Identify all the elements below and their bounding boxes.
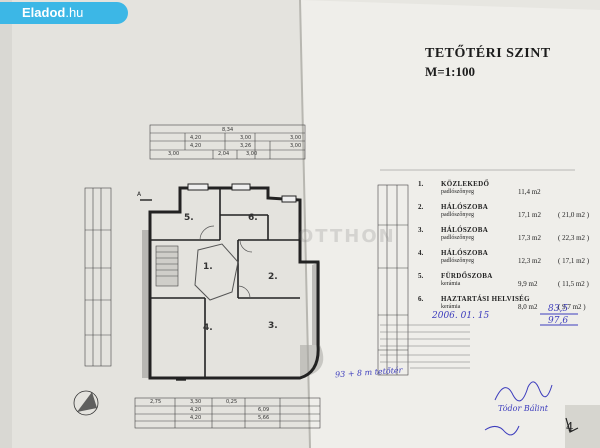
- room-label-6: 6.: [248, 213, 258, 223]
- brand-suffix: .hu: [65, 5, 84, 20]
- dim-bottom-b: 3,30: [190, 399, 202, 405]
- legend-area-alt: ( 21,0 m2 ): [558, 211, 590, 219]
- legend-row: 2. HÁLÓSZOBA padlószőnyeg 17,1 m2 ( 21,0…: [418, 203, 598, 226]
- legend-room-name: HAZTARTÁSI HELVISÉG: [441, 295, 530, 303]
- handwritten-date: 2006. 01. 15: [432, 311, 490, 321]
- legend-area-alt: ( 9,7 m2 ): [558, 303, 586, 311]
- legend-area-alt: ( 22,3 m2 ): [558, 234, 590, 242]
- dim-bottom-c: 0,25: [226, 399, 238, 405]
- room-legend: 1. KÖZLEKEDŐ padlószőnyeg 11,4 m2 2. HÁL…: [418, 180, 598, 318]
- corner-mark: [565, 417, 579, 433]
- legend-area-alt: ( 11,5 m2 ): [558, 280, 589, 288]
- room-label-3: 3.: [268, 321, 278, 331]
- legend-material: padlószőnyeg: [441, 189, 474, 195]
- legend-row: 5. FÜRDŐSZOBA kerámia 9,9 m2 ( 11,5 m2 ): [418, 272, 598, 295]
- dim-bottom-d: 4,20: [190, 407, 202, 413]
- legend-num: 1.: [418, 180, 424, 188]
- legend-material: padlószőnyeg: [441, 258, 474, 264]
- dim-top-c: 3,00: [290, 135, 302, 141]
- building-outline: A: [137, 183, 324, 381]
- room-label-2: 2.: [268, 272, 278, 282]
- legend-room-name: HÁLÓSZOBA: [441, 226, 489, 234]
- legend-num: 4.: [418, 249, 424, 257]
- dim-top-total: 8,34: [222, 127, 234, 133]
- handwritten-sum-2: 97,6: [548, 316, 569, 326]
- dim-top-f: 3,00: [290, 143, 302, 149]
- dim-top-d: 4,20: [190, 143, 202, 149]
- handwritten-sums: [484, 313, 578, 436]
- legend-area: 8,0 m2: [518, 303, 538, 311]
- north-arrow-icon: [73, 390, 99, 416]
- page-number: 4: [566, 420, 574, 434]
- brand-logo[interactable]: Eladod.hu: [0, 2, 128, 24]
- plan-scale: M=1:100: [425, 64, 476, 79]
- legend-room-name: FÜRDŐSZOBA: [441, 272, 493, 280]
- legend-num: 3.: [418, 226, 424, 234]
- legend-room-name: HÁLÓSZOBA: [441, 203, 489, 211]
- dim-bottom-a: 2,75: [150, 399, 162, 405]
- watermark: OTTHON: [298, 226, 396, 247]
- legend-material: padlószőnyeg: [441, 235, 474, 241]
- handwritten-sum-1: 83,5: [548, 304, 569, 314]
- legend-row: 6. HAZTARTÁSI HELVISÉG kerámia 8,0 m2 ( …: [418, 295, 598, 318]
- dim-bottom-e: 6,09: [258, 407, 270, 413]
- legend-num: 6.: [418, 295, 424, 303]
- legend-material: kerámia: [441, 304, 461, 310]
- left-dimension-chain: [84, 187, 112, 367]
- room-label-5: 5.: [184, 213, 194, 223]
- dim-top-b: 3,00: [240, 135, 252, 141]
- legend-area: 12,3 m2: [518, 257, 541, 265]
- dim-top-e: 3,26: [240, 143, 252, 149]
- bottom-dimension-chain: [134, 397, 321, 429]
- legend-row: 1. KÖZLEKEDŐ padlószőnyeg 11,4 m2: [418, 180, 598, 203]
- legend-room-name: HÁLÓSZOBA: [441, 249, 489, 257]
- legend-material: padlószőnyeg: [441, 212, 474, 218]
- legend-num: 2.: [418, 203, 424, 211]
- dim-bottom-g: 5,66: [258, 415, 270, 421]
- approval-stamp: [380, 324, 470, 369]
- handwritten-signature: Tódor Bálint: [498, 404, 548, 413]
- dim-bottom-f: 4,20: [190, 415, 202, 421]
- legend-num: 5.: [418, 272, 424, 280]
- brand-name: Eladod: [22, 5, 66, 20]
- legend-area: 17,3 m2: [518, 234, 541, 242]
- legend-area: 9,9 m2: [518, 280, 538, 288]
- legend-area: 17,1 m2: [518, 211, 541, 219]
- legend-material: kerámia: [441, 281, 461, 287]
- plan-title: TETŐTÉRI SZINT: [425, 46, 551, 61]
- legend-area: 11,4 m2: [518, 188, 541, 196]
- right-dimension-chain: [377, 184, 409, 376]
- room-label-1: 1.: [203, 262, 213, 272]
- legend-row: 3. HÁLÓSZOBA padlószőnyeg 17,3 m2 ( 22,3…: [418, 226, 598, 249]
- dim-top-g: 3,00: [168, 151, 180, 157]
- dim-top-i: 3,00: [246, 151, 258, 157]
- dim-top-h: 2,04: [218, 151, 230, 157]
- top-dimension-chain: [149, 124, 306, 160]
- legend-row: 4. HÁLÓSZOBA padlószőnyeg 12,3 m2 ( 17,1…: [418, 249, 598, 272]
- svg-text:A: A: [137, 191, 142, 198]
- legend-area-alt: ( 17,1 m2 ): [558, 257, 590, 265]
- legend-room-name: KÖZLEKEDŐ: [441, 180, 490, 188]
- dim-top-a: 4,20: [190, 135, 202, 141]
- room-label-4: 4.: [203, 323, 213, 333]
